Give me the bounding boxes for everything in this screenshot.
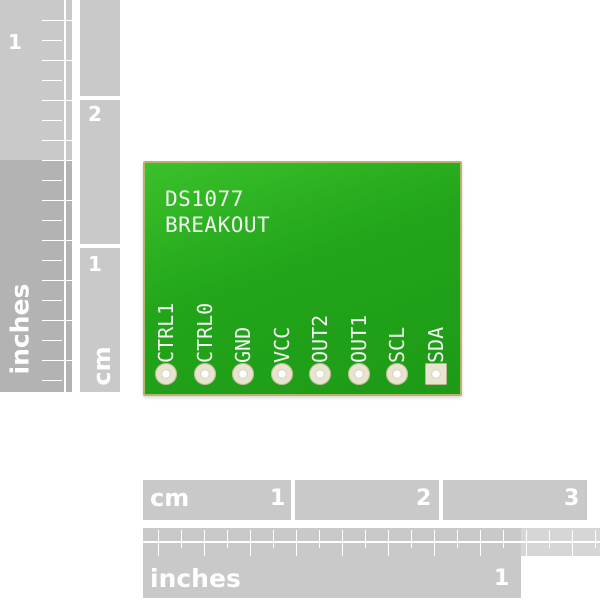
cm-ruler-horizontal-2 (295, 480, 439, 520)
inches-ruler-horizontal (143, 528, 521, 598)
cm-ruler-horizontal-3 (443, 480, 587, 520)
pin-label-ctrl1: CTRL1 (154, 302, 178, 363)
ds1077-breakout-board: DS1077 BREAKOUT CTRL1 CTRL0 GND VCC OUT2 OUT1… (143, 161, 462, 396)
cm-ruler-vertical (80, 0, 120, 96)
cm-ruler-label: cm (88, 346, 116, 386)
pin-pad-sda (424, 363, 447, 385)
inches-ruler-number: 1 (8, 30, 22, 54)
pin-pad-ctrl1 (155, 363, 177, 385)
pin-label-out2: OUT2 (308, 314, 332, 363)
inches-ruler-label: inches (5, 283, 35, 375)
cm-ruler-number-3-horizontal: 3 (564, 486, 580, 511)
cm-ruler-vertical-mid (80, 100, 120, 244)
cm-ruler-number-2-horizontal: 2 (416, 486, 432, 511)
cm-ruler-number-2: 2 (88, 102, 102, 126)
pin-pad-out1 (347, 363, 370, 385)
board-title-line1: DS1077 (165, 187, 244, 211)
inches-ruler-edge (64, 0, 66, 392)
inches-ruler-edge-horizontal (143, 541, 600, 543)
pin-label-vcc: VCC (269, 326, 294, 363)
pin-pad-gnd (232, 363, 254, 385)
pin-pad-out2 (309, 363, 331, 385)
inches-ruler-vertical-lower (0, 160, 72, 392)
cm-ruler-number-1: 1 (88, 252, 102, 276)
inches-ruler-number-horizontal: 1 (494, 566, 510, 591)
cm-ruler-vertical-low (80, 248, 120, 392)
pin-pad-ctrl0 (193, 363, 216, 385)
inches-ruler-label-horizontal: inches (150, 564, 241, 593)
board-title-line2: BREAKOUT (165, 213, 271, 237)
pin-label-out1: OUT1 (346, 314, 371, 363)
pin-label-ctrl0: CTRL0 (192, 302, 217, 363)
pin-pad-vcc (270, 363, 293, 385)
cm-ruler-label-horizontal: cm (150, 484, 190, 512)
cm-ruler-horizontal (143, 480, 291, 520)
cm-ruler-number-1-horizontal: 1 (270, 486, 286, 511)
pin-label-scl: SCL (385, 326, 409, 363)
pin-label-gnd: GND (231, 326, 255, 363)
pin-pad-scl (386, 363, 408, 385)
pin-label-sda: SDA (423, 326, 448, 363)
